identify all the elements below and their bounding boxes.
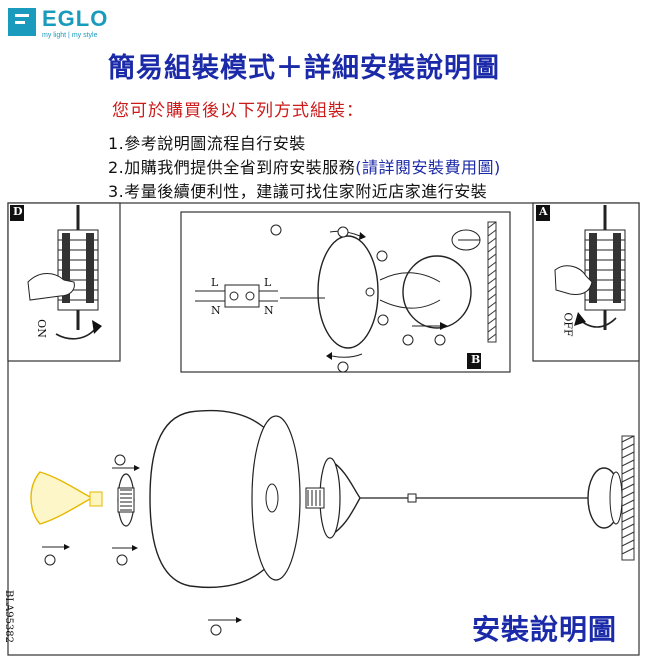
wire-label-n-2: N: [264, 304, 274, 317]
panel-a-label: A: [539, 205, 548, 218]
step-1: 1.參考說明圖流程自行安裝: [108, 130, 306, 154]
wire-label-l-2: L: [264, 276, 272, 289]
step-3-text: 3.考量後續便利性，建議可找住家附近店家進行安裝: [108, 182, 488, 201]
wire-label-l: L: [211, 276, 219, 289]
lamp-assembly: [30, 409, 635, 636]
switch-off-label: OFF: [561, 312, 575, 337]
panel-b-label: B: [471, 353, 481, 366]
panel-d: [7, 202, 121, 362]
brand-tagline: my light | my style: [42, 32, 98, 39]
panel-b: [180, 211, 511, 373]
panel-a: [532, 202, 640, 362]
install-fee-link[interactable]: (請詳閱安裝費用圖): [355, 158, 501, 177]
diagram-frame: [7, 202, 640, 656]
page-title: 簡易組裝模式＋詳細安裝說明圖: [108, 53, 500, 84]
eglo-logo: EGLO my light | my style: [8, 6, 128, 44]
wire-label-n: N: [211, 304, 221, 317]
bulb-icon: [30, 471, 94, 525]
brand-name: EGLO: [42, 6, 109, 31]
installation-diagram: [7, 202, 640, 656]
page-subtitle: 您可於購買後以下列方式組裝：: [112, 101, 364, 121]
model-code: BLA95382: [3, 590, 14, 644]
step-1-text: 1.參考說明圖流程自行安裝: [108, 134, 306, 153]
step-2-text: 2.加購我們提供全省到府安裝服務: [108, 158, 356, 177]
step-3: 3.考量後續便利性，建議可找住家附近店家進行安裝: [108, 178, 487, 202]
panel-d-label: D: [13, 205, 23, 218]
footer-title: 安裝說明圖: [472, 613, 618, 646]
switch-on-label: ON: [34, 319, 48, 338]
step-2: 2.加購我們提供全省到府安裝服務(請詳閱安裝費用圖): [108, 154, 501, 178]
eglo-logo-mark: [8, 8, 36, 36]
